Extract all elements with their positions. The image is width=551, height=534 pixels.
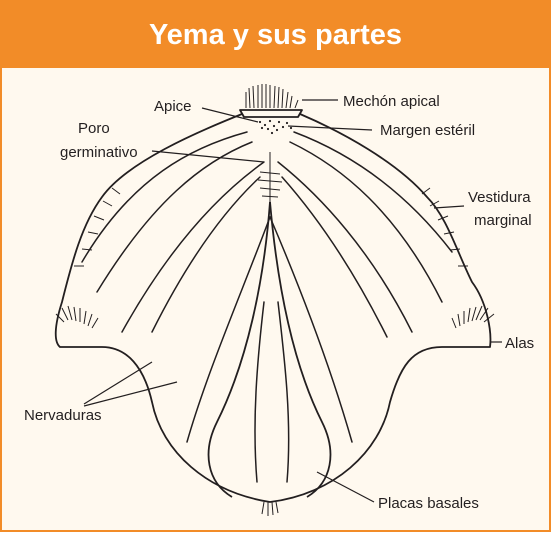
- veins: [81, 131, 453, 483]
- apical-tuft: [245, 84, 299, 109]
- central-plate-line-right: [269, 201, 332, 498]
- label-apice: Apice: [154, 98, 192, 115]
- label-poro-line2: germinativo: [60, 144, 138, 161]
- bud-outline: [54, 113, 492, 503]
- sterile-margin-dots: [258, 119, 293, 135]
- label-vestidura-line2: marginal: [474, 212, 532, 229]
- label-nervaduras: Nervaduras: [24, 407, 102, 424]
- germinative-pore: [257, 152, 283, 202]
- label-alas: Alas: [505, 335, 534, 352]
- central-plate-line: [207, 201, 271, 498]
- title-banner: Yema y sus partes: [2, 2, 549, 68]
- label-placas-basales: Placas basales: [378, 495, 479, 512]
- label-vestidura-line1: Vestidura: [468, 189, 531, 206]
- diagram-title: Yema y sus partes: [148, 18, 403, 51]
- base-stub: [261, 501, 279, 516]
- apex-cap: [239, 109, 303, 118]
- marginal-hairs: [74, 187, 468, 267]
- label-poro-line1: Poro: [78, 120, 110, 137]
- wing-hairs-left: [55, 305, 99, 329]
- label-margen-esteril: Margen estéril: [380, 122, 475, 139]
- wing-hairs-right: [451, 305, 495, 329]
- label-mechon-apical: Mechón apical: [343, 93, 440, 110]
- leader-lines: [83, 99, 502, 503]
